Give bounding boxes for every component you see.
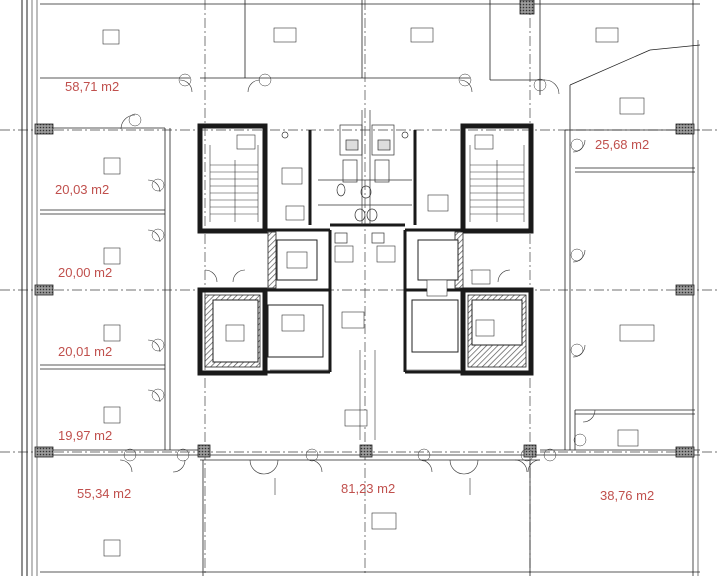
wc-area	[281, 110, 412, 244]
corridor-details	[270, 350, 471, 495]
area-label: 25,68 m2	[595, 137, 649, 152]
area-label: 20,00 m2	[58, 265, 112, 280]
upper-partitions	[40, 0, 701, 130]
area-label: 20,01 m2	[58, 344, 112, 359]
stair-left	[209, 145, 259, 222]
left-office-partitions	[40, 127, 200, 456]
core-walls	[197, 123, 534, 376]
area-label: 55,34 m2	[77, 486, 131, 501]
exterior-wall-left	[21, 0, 38, 576]
area-label: 20,03 m2	[55, 182, 109, 197]
area-label: 38,76 m2	[600, 488, 654, 503]
area-label: 19,97 m2	[58, 428, 112, 443]
area-label-group: 58,71 m2 25,68 m2 20,03 m2 20,00 m2 20,0…	[55, 79, 654, 503]
columns	[34, 0, 695, 458]
lower-partitions	[40, 454, 700, 576]
room-tags	[102, 27, 655, 557]
elevator-rooms	[212, 239, 523, 363]
core-inner-walls	[265, 130, 463, 374]
dimension-marks	[123, 73, 587, 462]
area-label: 81,23 m2	[341, 481, 395, 496]
area-label: 58,71 m2	[65, 79, 119, 94]
stair-right	[469, 145, 525, 222]
